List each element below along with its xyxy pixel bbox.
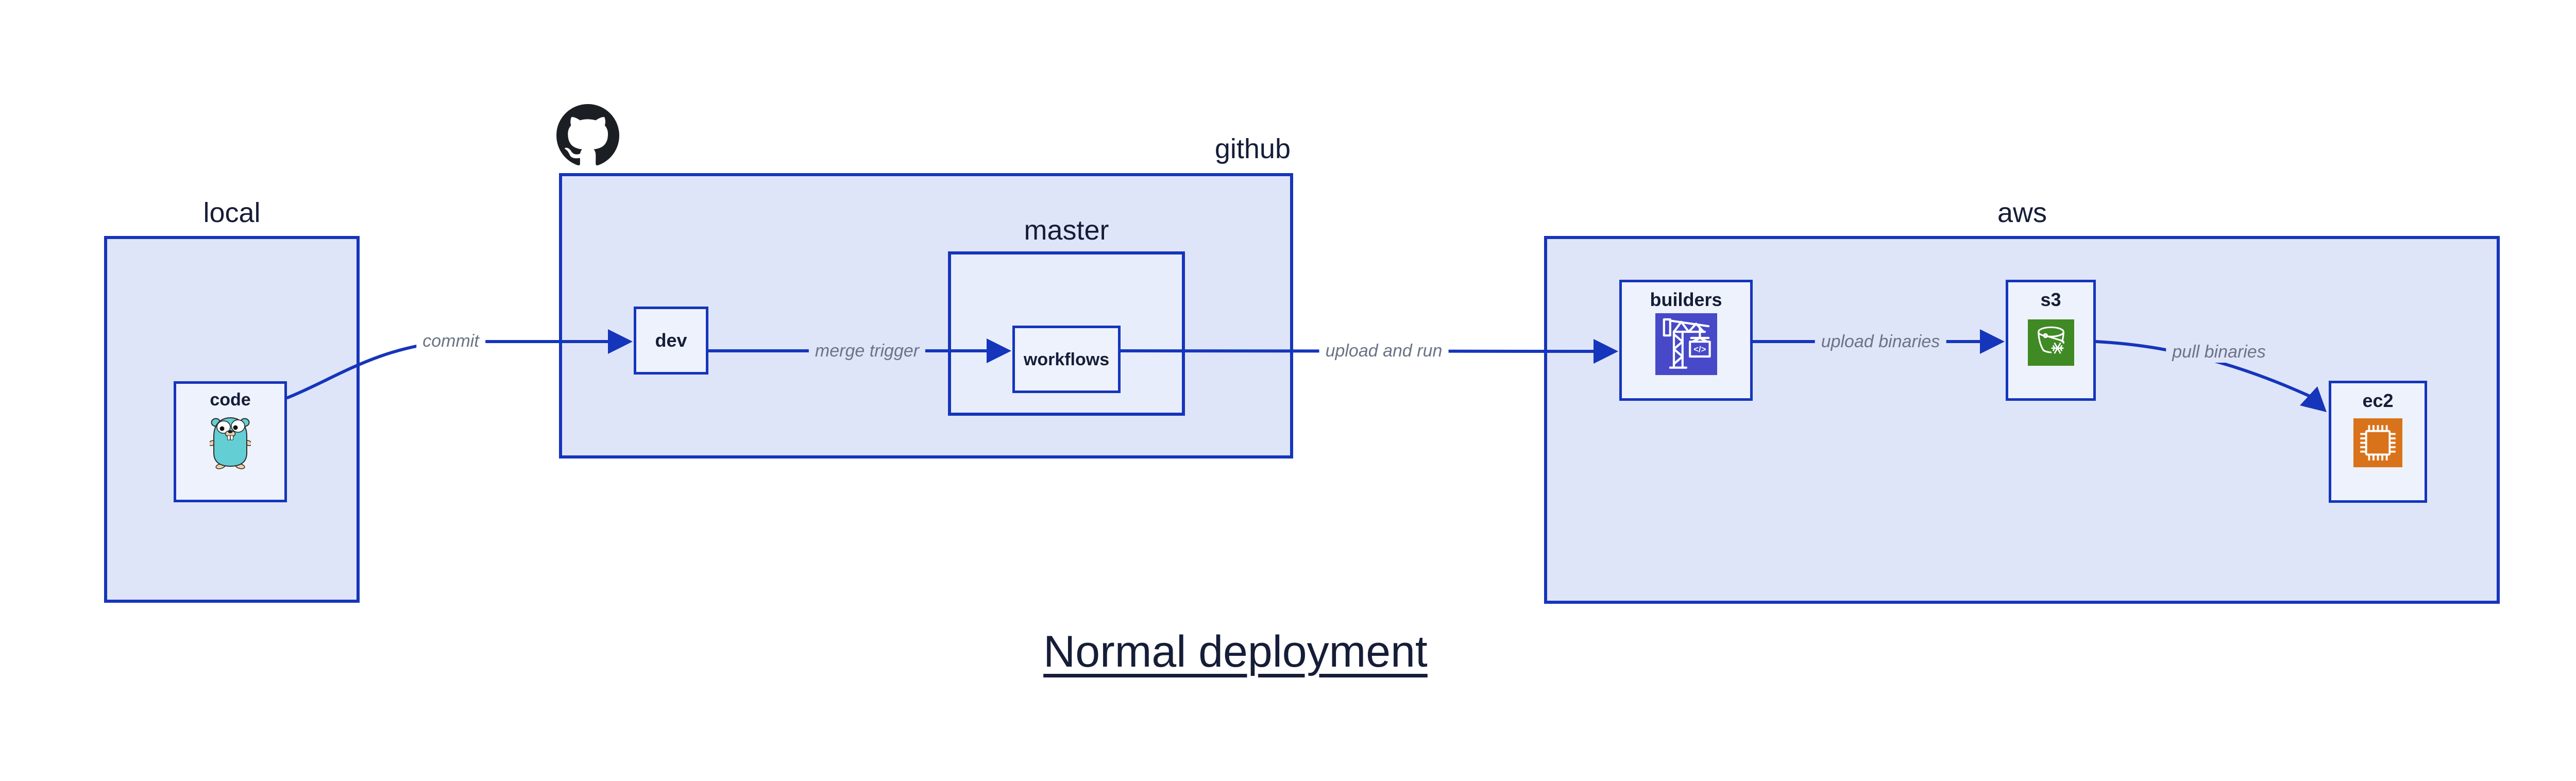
builders-node-label: builders bbox=[1650, 289, 1722, 310]
diagram-title: Normal deployment bbox=[1043, 627, 1428, 676]
github-container-label: github bbox=[1214, 133, 1291, 164]
edge-upload-and-run-label: upload and run bbox=[1319, 340, 1449, 362]
svg-text:</>: </> bbox=[1693, 345, 1706, 354]
workflows-node-label: workflows bbox=[1023, 349, 1110, 369]
ec2-node: ec2 bbox=[2329, 381, 2427, 503]
edge-commit-label: commit bbox=[416, 330, 485, 352]
s3-glacier-bucket-icon bbox=[2027, 319, 2074, 366]
workflows-node: workflows bbox=[1012, 326, 1121, 393]
edge-upload-binaries-label: upload binaries bbox=[1815, 331, 1946, 352]
code-node: code bbox=[174, 381, 287, 502]
dev-node-label: dev bbox=[655, 330, 687, 351]
master-group-label: master bbox=[1024, 215, 1109, 246]
s3-node: s3 bbox=[2006, 280, 2096, 401]
go-gopher-icon bbox=[210, 417, 251, 469]
edge-pull-binaries-label: pull binaries bbox=[2166, 341, 2272, 363]
ec2-node-label: ec2 bbox=[2362, 390, 2394, 411]
local-container-label: local bbox=[203, 197, 261, 228]
code-node-label: code bbox=[210, 390, 251, 410]
dev-node: dev bbox=[634, 307, 708, 375]
builders-node: builders </> bbox=[1619, 280, 1753, 401]
aws-container-label: aws bbox=[1997, 197, 2047, 228]
github-octocat-icon bbox=[556, 104, 619, 165]
ec2-chip-icon bbox=[2353, 418, 2402, 467]
edge-merge-trigger-label: merge trigger bbox=[808, 340, 926, 362]
codebuild-crane-icon: </> bbox=[1655, 313, 1717, 375]
s3-node-label: s3 bbox=[2040, 289, 2061, 310]
